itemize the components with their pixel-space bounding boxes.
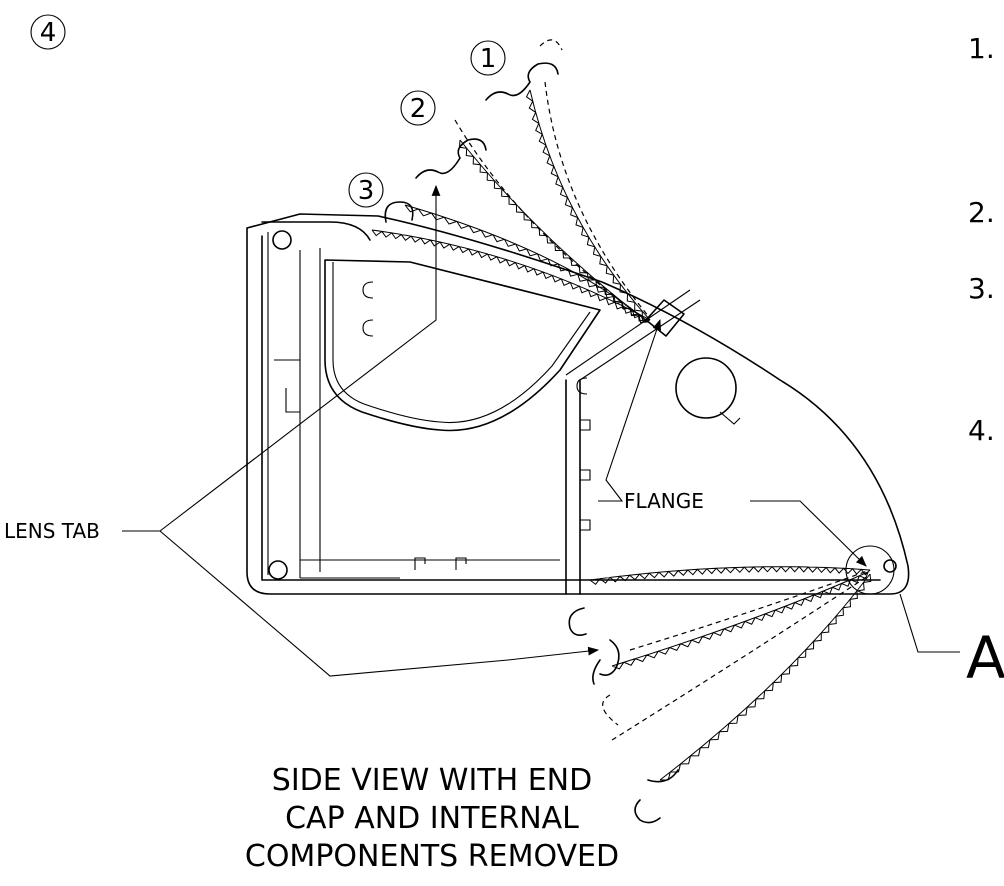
callout-2: 2 <box>400 90 436 126</box>
caption-line-2: CAP AND INTERNAL <box>285 801 579 836</box>
ballast-tube <box>675 357 737 419</box>
callout-3: 3 <box>348 172 384 208</box>
svg-text:1: 1 <box>480 44 497 74</box>
callout-1: 1 <box>470 40 506 76</box>
screw-boss-top <box>272 230 292 250</box>
svg-text:2: 2 <box>410 94 427 124</box>
svg-text:3: 3 <box>358 176 375 206</box>
caption-line-3: COMPONENTS REMOVED <box>245 839 619 874</box>
lens-positions <box>371 39 872 824</box>
step-3: 3. <box>968 272 995 305</box>
caption: SIDE VIEW WITH END CAP AND INTERNAL COMP… <box>245 763 619 874</box>
flange-label: FLANGE <box>624 489 704 513</box>
leader-lines <box>122 184 867 677</box>
housing-outline <box>246 213 910 595</box>
caption-line-1: SIDE VIEW WITH END <box>272 763 592 798</box>
svg-text:4: 4 <box>40 18 57 48</box>
step-1: 1. <box>968 32 995 65</box>
screw-boss-bottom <box>268 560 288 580</box>
reflector-chamber <box>324 259 601 432</box>
center-wall <box>414 289 741 595</box>
step-2: 2. <box>968 196 995 229</box>
detail-label: A <box>966 624 1004 692</box>
callout-4: 4 <box>30 14 66 50</box>
step-4: 4. <box>968 414 995 447</box>
lens-tab-label: LENS TAB <box>4 519 100 543</box>
detail-a: A <box>845 545 1004 692</box>
